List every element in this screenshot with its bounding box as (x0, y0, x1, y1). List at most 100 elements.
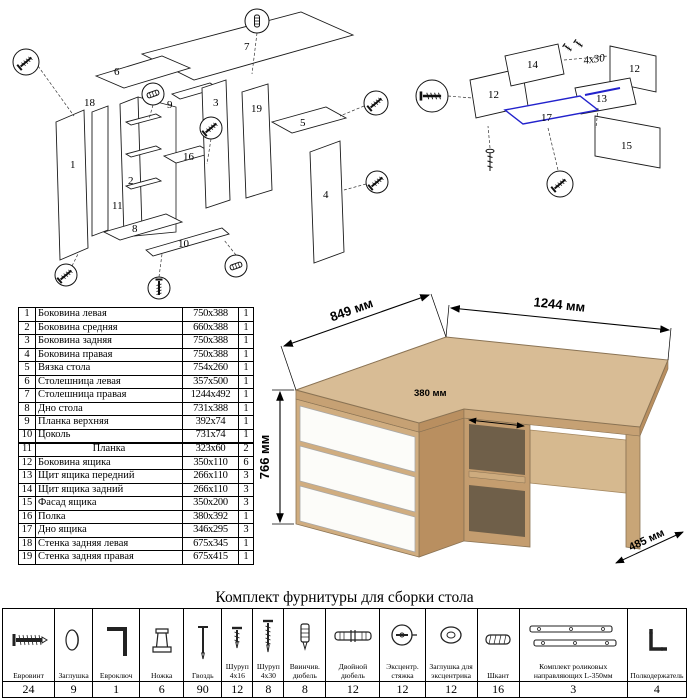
svg-text:16: 16 (183, 151, 195, 163)
part-qty-cell: 2 (238, 441, 254, 457)
part-qty-cell: 3 (238, 482, 254, 497)
svg-text:15: 15 (621, 140, 633, 152)
hardware-item: Комплект роликовых направляющих L-350мм (518, 608, 628, 682)
hardware-item: Шуруп 4х30 (252, 608, 285, 682)
drawer-panel-14-back (504, 43, 565, 87)
hardware-item-name: Шкант (487, 670, 510, 680)
hardware-item-name: Двойной дюбель (338, 662, 368, 680)
part-name-cell: Полка (35, 509, 183, 524)
part-size-cell: 323x60 (182, 441, 239, 457)
rail-11 (124, 145, 163, 158)
part-number-cell: 12 (18, 455, 36, 470)
hardware-item: Ножка (139, 608, 185, 682)
part-size-cell: 346x295 (182, 523, 239, 538)
hardware-item-name: Шуруп 4х16 (225, 662, 249, 680)
part-size-cell: 350x200 (182, 496, 239, 511)
part-qty-cell: 1 (238, 361, 254, 376)
hardware-item-qty: 6 (139, 681, 185, 698)
part-number-cell: 7 (18, 388, 36, 403)
part-qty-cell: 3 (238, 496, 254, 511)
drawer-panel-15-facade (594, 115, 661, 169)
hardware-item: Шкант (476, 608, 520, 682)
part-number-cell: 9 (18, 415, 36, 430)
cam-cap-icon (440, 625, 462, 644)
drawer-exploded-diagram: 12 14 12 13 17 15 4x30 (415, 38, 661, 198)
hardware-item-qty: 90 (183, 681, 223, 698)
part-size-cell: 750x388 (182, 334, 239, 349)
part-name-cell: Щит ящика задний (35, 482, 183, 497)
part-name-cell: Фасад ящика (35, 496, 183, 511)
rail-11 (124, 177, 163, 190)
panel-5-stretcher (270, 106, 348, 134)
part-number-cell: 10 (18, 428, 36, 443)
hardware-item-name: Комплект роликовых направляющих L-350мм (533, 662, 613, 680)
hardware-item-qty: 24 (1, 681, 56, 698)
part-qty-cell: 1 (238, 428, 254, 443)
hardware-item-name: Евроключ (99, 670, 133, 680)
part-qty-cell: 6 (238, 455, 254, 470)
part-name-cell: Щит ящика передний (35, 469, 183, 484)
part-number-cell: 6 (18, 374, 36, 389)
part-name-cell: Боковина левая (35, 307, 183, 322)
hardware-item: Евроключ (92, 608, 141, 682)
part-qty-cell: 1 (238, 509, 254, 524)
rail-11 (124, 113, 163, 126)
hardware-item-qty: 4 (626, 681, 688, 698)
part-number-cell: 19 (18, 550, 36, 565)
svg-text:7: 7 (244, 41, 250, 53)
part-size-cell: 750x388 (182, 307, 239, 322)
desk-back-panel (529, 429, 627, 494)
part-name-cell: Вязка стола (35, 361, 183, 376)
svg-text:3: 3 (213, 97, 219, 109)
hardware-item: Шуруп 4х16 (221, 608, 254, 682)
hex-key-icon (107, 626, 128, 656)
nail-icon (197, 625, 208, 659)
hardware-items-row: Евровинт Заглушка Евроключ Ножка Гвоздь (1, 608, 688, 682)
drawer-slides-icon (529, 624, 617, 647)
hardware-item-qty: 8 (252, 681, 285, 698)
part-size-cell: 266x110 (182, 482, 239, 497)
part-size-cell: 266x110 (182, 469, 239, 484)
hardware-item: Заглушка (54, 608, 94, 682)
dimension-485-arrow (615, 531, 684, 564)
part-name-cell: Планка верхняя (35, 415, 183, 430)
part-number-cell: 3 (18, 334, 36, 349)
main-exploded-diagram: 1 2 3 4 5 6 7 8 9 10 11 16 18 19 (12, 8, 389, 300)
part-qty-cell: 3 (238, 523, 254, 538)
part-name-cell: Стенка задняя правая (35, 550, 183, 565)
part-number-cell: 16 (18, 509, 36, 524)
part-qty-cell: 1 (238, 401, 254, 416)
hardware-item: Двойной дюбель (325, 608, 381, 682)
hardware-item-name: Полкодержатель (630, 670, 684, 680)
part-qty-cell: 1 (238, 388, 254, 403)
hardware-item-qty: 9 (54, 681, 94, 698)
hardware-item-name: Заглушка для эксцентрика (429, 662, 473, 680)
part-number-labels: 12 14 12 13 17 15 4x30 (488, 52, 640, 152)
hardware-item: Гвоздь (183, 608, 223, 682)
part-size-cell: 731x388 (182, 401, 239, 416)
shelf-opening (469, 424, 525, 475)
part-size-cell: 660x388 (182, 320, 239, 335)
part-qty-cell: 1 (238, 347, 254, 362)
svg-text:19: 19 (251, 103, 263, 115)
part-number-cell: 1 (18, 307, 36, 322)
part-number-cell: 8 (18, 401, 36, 416)
part-qty-cell: 1 (238, 374, 254, 389)
hardware-item-name: Гвоздь (191, 670, 214, 680)
panel-10-plinth (145, 227, 230, 257)
hardware-item: Ввинчив. дюбель (283, 608, 327, 682)
part-qty-cell: 1 (238, 415, 254, 430)
part-qty-cell: 1 (238, 320, 254, 335)
part-size-cell: 350x110 (182, 455, 239, 470)
